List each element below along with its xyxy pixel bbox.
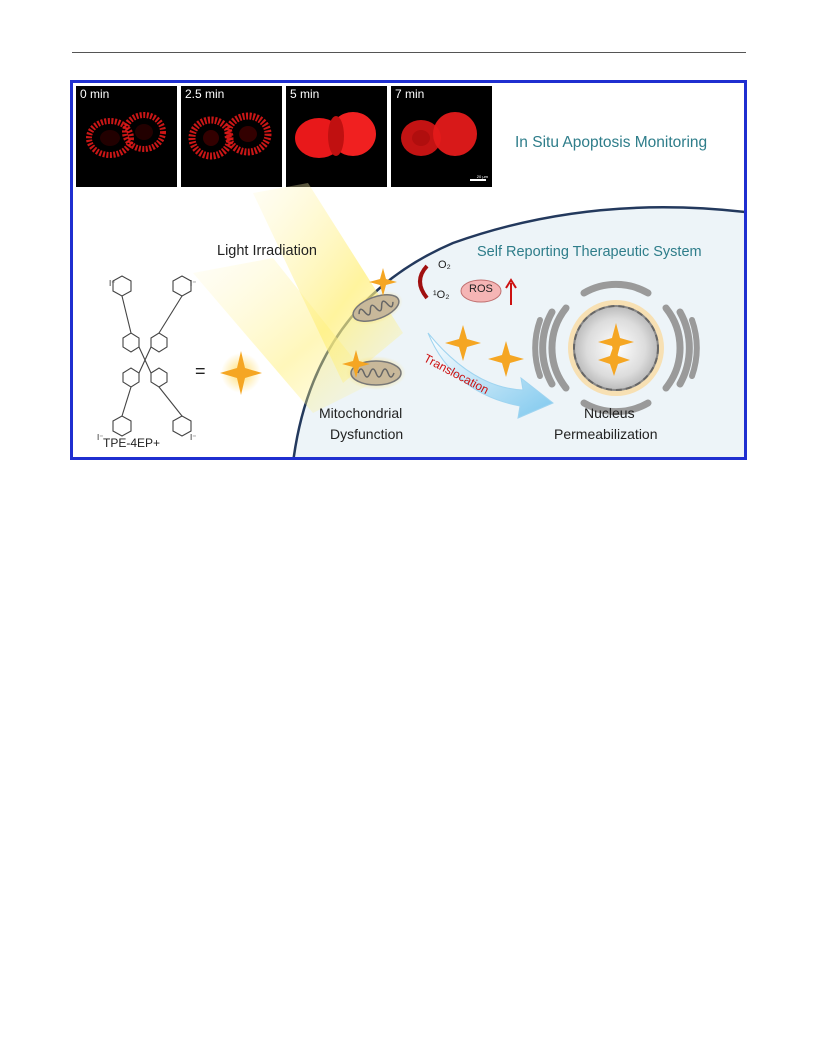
molecule-name-label: TPE-4EP+ [103,436,161,450]
cell-image [295,112,376,158]
aie-star-icon [445,325,481,361]
mitochondrion [349,290,403,326]
panel-time-label: 7 min [395,87,425,101]
counter-ion-label: I⁻ [97,433,104,442]
tpe-4ep-molecule [112,275,192,437]
mito-label-line1: Mitochondrial [319,405,403,421]
cell-image [188,112,272,160]
micrograph-0min: 0 min [76,86,177,187]
nucleus-label-line1: Nucleus [584,405,635,421]
page-header-rule [72,52,746,53]
counter-ion-label: I⁻ [109,279,116,288]
nucleus-label-line2: Permeabilization [554,426,658,442]
diagram-art [112,183,744,457]
graphical-abstract: 0 min 2.5 min 5 min 7 min 20 μm In Situ … [70,80,747,460]
micrograph-2-5min: 2.5 min [181,86,282,187]
scale-bar-label: 20 μm [476,174,488,179]
micrograph-7min: 7 min 20 μm [391,86,492,187]
monitoring-title: In Situ Apoptosis Monitoring [515,134,708,151]
panel-time-label: 0 min [80,87,110,101]
oxygen-conversion-bracket [418,264,429,300]
panel-time-label: 2.5 min [185,87,225,101]
cell-image [401,112,477,156]
panel-time-label: 5 min [290,87,320,101]
aie-star-icon [488,341,524,377]
ros-bubble [460,279,502,303]
nucleus [532,280,700,416]
equals-sign: = [195,361,206,381]
translocation-arrow-icon [427,332,554,419]
ros-label: ROS [469,283,493,295]
scale-bar [470,179,486,181]
counter-ion-label: I⁻ [190,279,197,288]
aie-star-icon [369,268,397,296]
light-beam [193,258,373,413]
o2-label: O₂ [438,259,451,271]
mito-label-line2: Dysfunction [330,426,404,442]
micrograph-5min: 5 min [286,86,387,187]
counter-ion-label: I⁻ [190,433,197,442]
aie-star-icon [342,350,370,378]
cell-image [86,112,166,158]
singlet-o2-label: ¹O₂ [433,289,450,301]
light-irradiation-label: Light Irradiation [217,243,317,259]
system-title: Self Reporting Therapeutic System [477,244,702,260]
aie-star-icon [220,351,262,395]
light-beam [253,183,403,383]
